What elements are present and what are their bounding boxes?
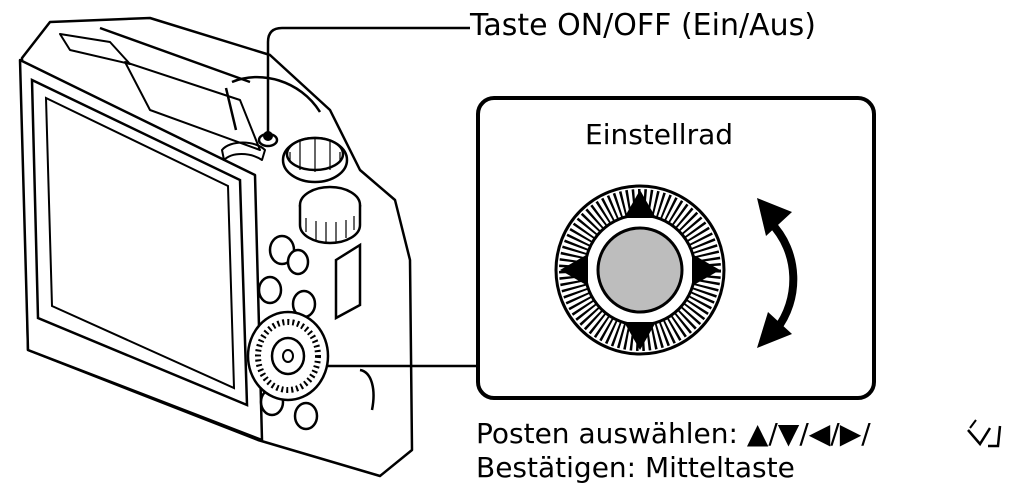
power-callout-line (266, 26, 470, 134)
lcd-screen (30, 77, 249, 407)
down-arrow-icon (624, 322, 656, 350)
power-button-label: Taste ON/OFF (Ein/Aus) (470, 8, 816, 43)
rotate-wheel-icon (757, 198, 798, 348)
up-arrow-icon (624, 190, 656, 218)
center-button (596, 226, 684, 314)
power-callout-dot (263, 131, 273, 141)
control-wheel-title: Einstellrad (585, 118, 734, 151)
select-instruction: Posten auswählen: ▲/▼/◀/▶/ (476, 417, 871, 450)
confirm-instruction: Bestätigen: Mitteltaste (476, 451, 795, 484)
rotate-small-icon (967, 419, 1002, 448)
left-arrow-icon (560, 254, 588, 286)
camera-control-wheel (246, 310, 330, 402)
right-arrow-icon (692, 254, 720, 286)
wheel-detail (554, 184, 726, 356)
